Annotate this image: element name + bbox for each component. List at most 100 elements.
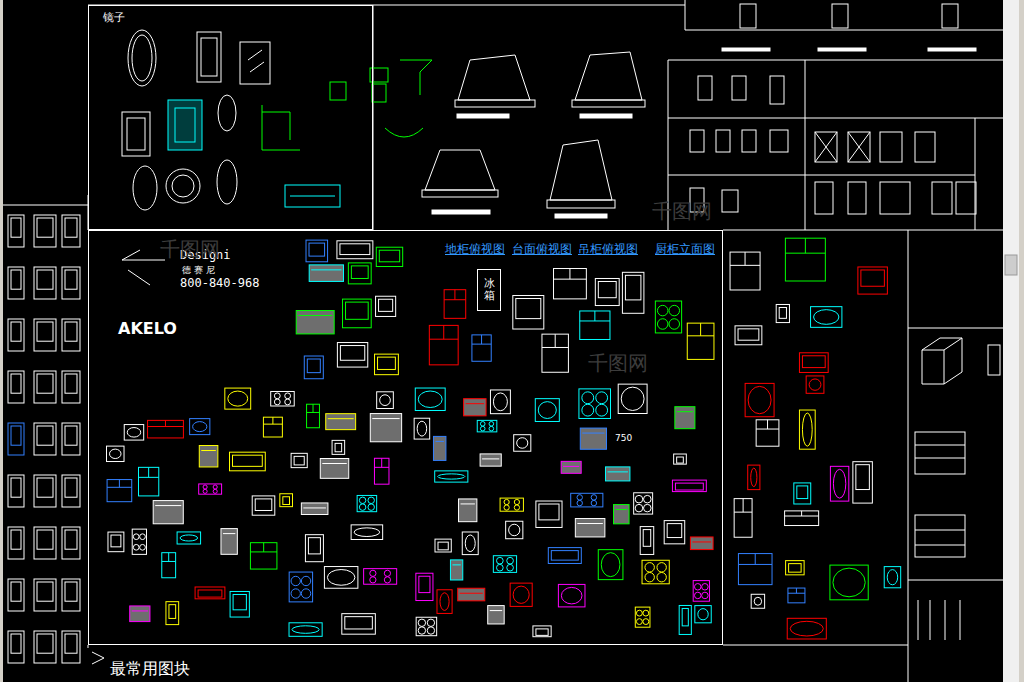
hob-outline [655,301,681,333]
appliance-symbol [429,325,458,364]
appliance-symbol [575,519,605,537]
basin-symbol [290,196,335,197]
hob-outline [289,572,312,602]
sink-outline [811,307,842,328]
appliance-detail [65,426,77,445]
appliance-outline [735,326,762,345]
sink-outline [377,392,394,409]
appliance-symbol [571,493,603,507]
appliance-symbol [139,467,159,496]
appliance-symbol [306,240,328,262]
mirror-blocks [122,30,432,210]
appliance-detail [598,281,616,297]
hob-outline [364,569,397,585]
view-heading: 吊柜俯视图 [578,243,638,257]
oven-outline [459,499,477,522]
sink-outline [506,521,523,538]
appliance-symbol [130,606,150,622]
burner [203,489,207,493]
panel-title: 最常用图块 [110,660,190,678]
oven-outline [199,446,218,467]
burner [384,570,390,576]
sink-outline [435,471,468,482]
fridge-outline [148,420,184,438]
cabinet-symbol [988,345,1000,375]
burner [636,610,642,616]
appliance-outline [679,605,691,634]
appliance-symbol [490,390,510,414]
appliance-symbol [296,311,334,334]
sink-bowl [833,469,845,498]
sink-bowl [228,391,248,406]
brand-logo: AKELO [118,320,177,338]
burner [370,577,376,583]
oven-outline [480,454,501,466]
burner [274,399,280,405]
appliance-symbol [510,583,532,606]
oven-detail [155,505,181,506]
oven-outline [575,519,605,537]
appliance-detail [37,478,53,497]
appliance-symbol [332,440,345,454]
burner [427,619,434,626]
fridge-detail [472,335,491,344]
sink-outline [751,594,764,608]
sink-outline [598,550,623,580]
appliance-symbol [307,404,320,428]
appliance-outline [8,267,24,299]
appliance-detail [345,617,373,629]
appliance-symbol [8,475,24,507]
window-symbol [690,130,704,152]
burner [203,485,207,489]
oven-outline [153,501,183,524]
watermark: 千图网 [652,200,712,223]
appliance-outline [230,591,249,617]
burner [645,563,654,572]
appliance-symbol [376,296,396,316]
appliance-detail [65,322,77,341]
burner [301,576,310,585]
fridge-detail [756,420,779,429]
appliance-symbol [34,527,56,559]
burner [669,319,680,330]
burner [140,544,146,550]
appliance-outline [195,587,225,599]
appliance-detail [797,486,808,499]
basin-symbol [385,60,432,137]
hob-outline [271,391,295,405]
appliance-outline [513,296,544,329]
appliance-symbol [785,238,825,281]
appliance-outline [62,579,80,611]
fridge-detail [107,480,132,488]
appliance-outline [8,371,24,403]
appliance-outline [34,371,56,403]
sink-outline [748,465,760,490]
fridge-detail [554,269,587,280]
appliance-symbol [605,467,629,481]
appliance-detail [11,582,21,601]
appliance-detail [11,270,21,289]
appliance-outline [343,299,372,328]
appliance-symbol [291,453,307,467]
appliance-detail [779,307,786,318]
appliance-symbol [348,263,371,284]
cabinet-blocks [915,338,1000,640]
appliance-outline [34,475,56,507]
appliance-outline [62,319,80,351]
phone-number: 800-840-968 [180,277,259,291]
hob-outline [635,607,650,627]
sink-bowl [814,310,839,325]
appliance-symbol [62,371,80,403]
fridge-detail [580,311,610,321]
burner [657,573,666,582]
appliance-outline [34,423,56,455]
fridge-detail [542,334,568,347]
appliance-outline [34,527,56,559]
fridge-detail [374,458,389,467]
fridge-outline [429,325,458,364]
oven-detail [490,610,502,611]
appliance-detail [11,426,21,445]
burner [285,399,291,405]
burner [657,319,668,330]
fridge-outline [554,269,587,299]
